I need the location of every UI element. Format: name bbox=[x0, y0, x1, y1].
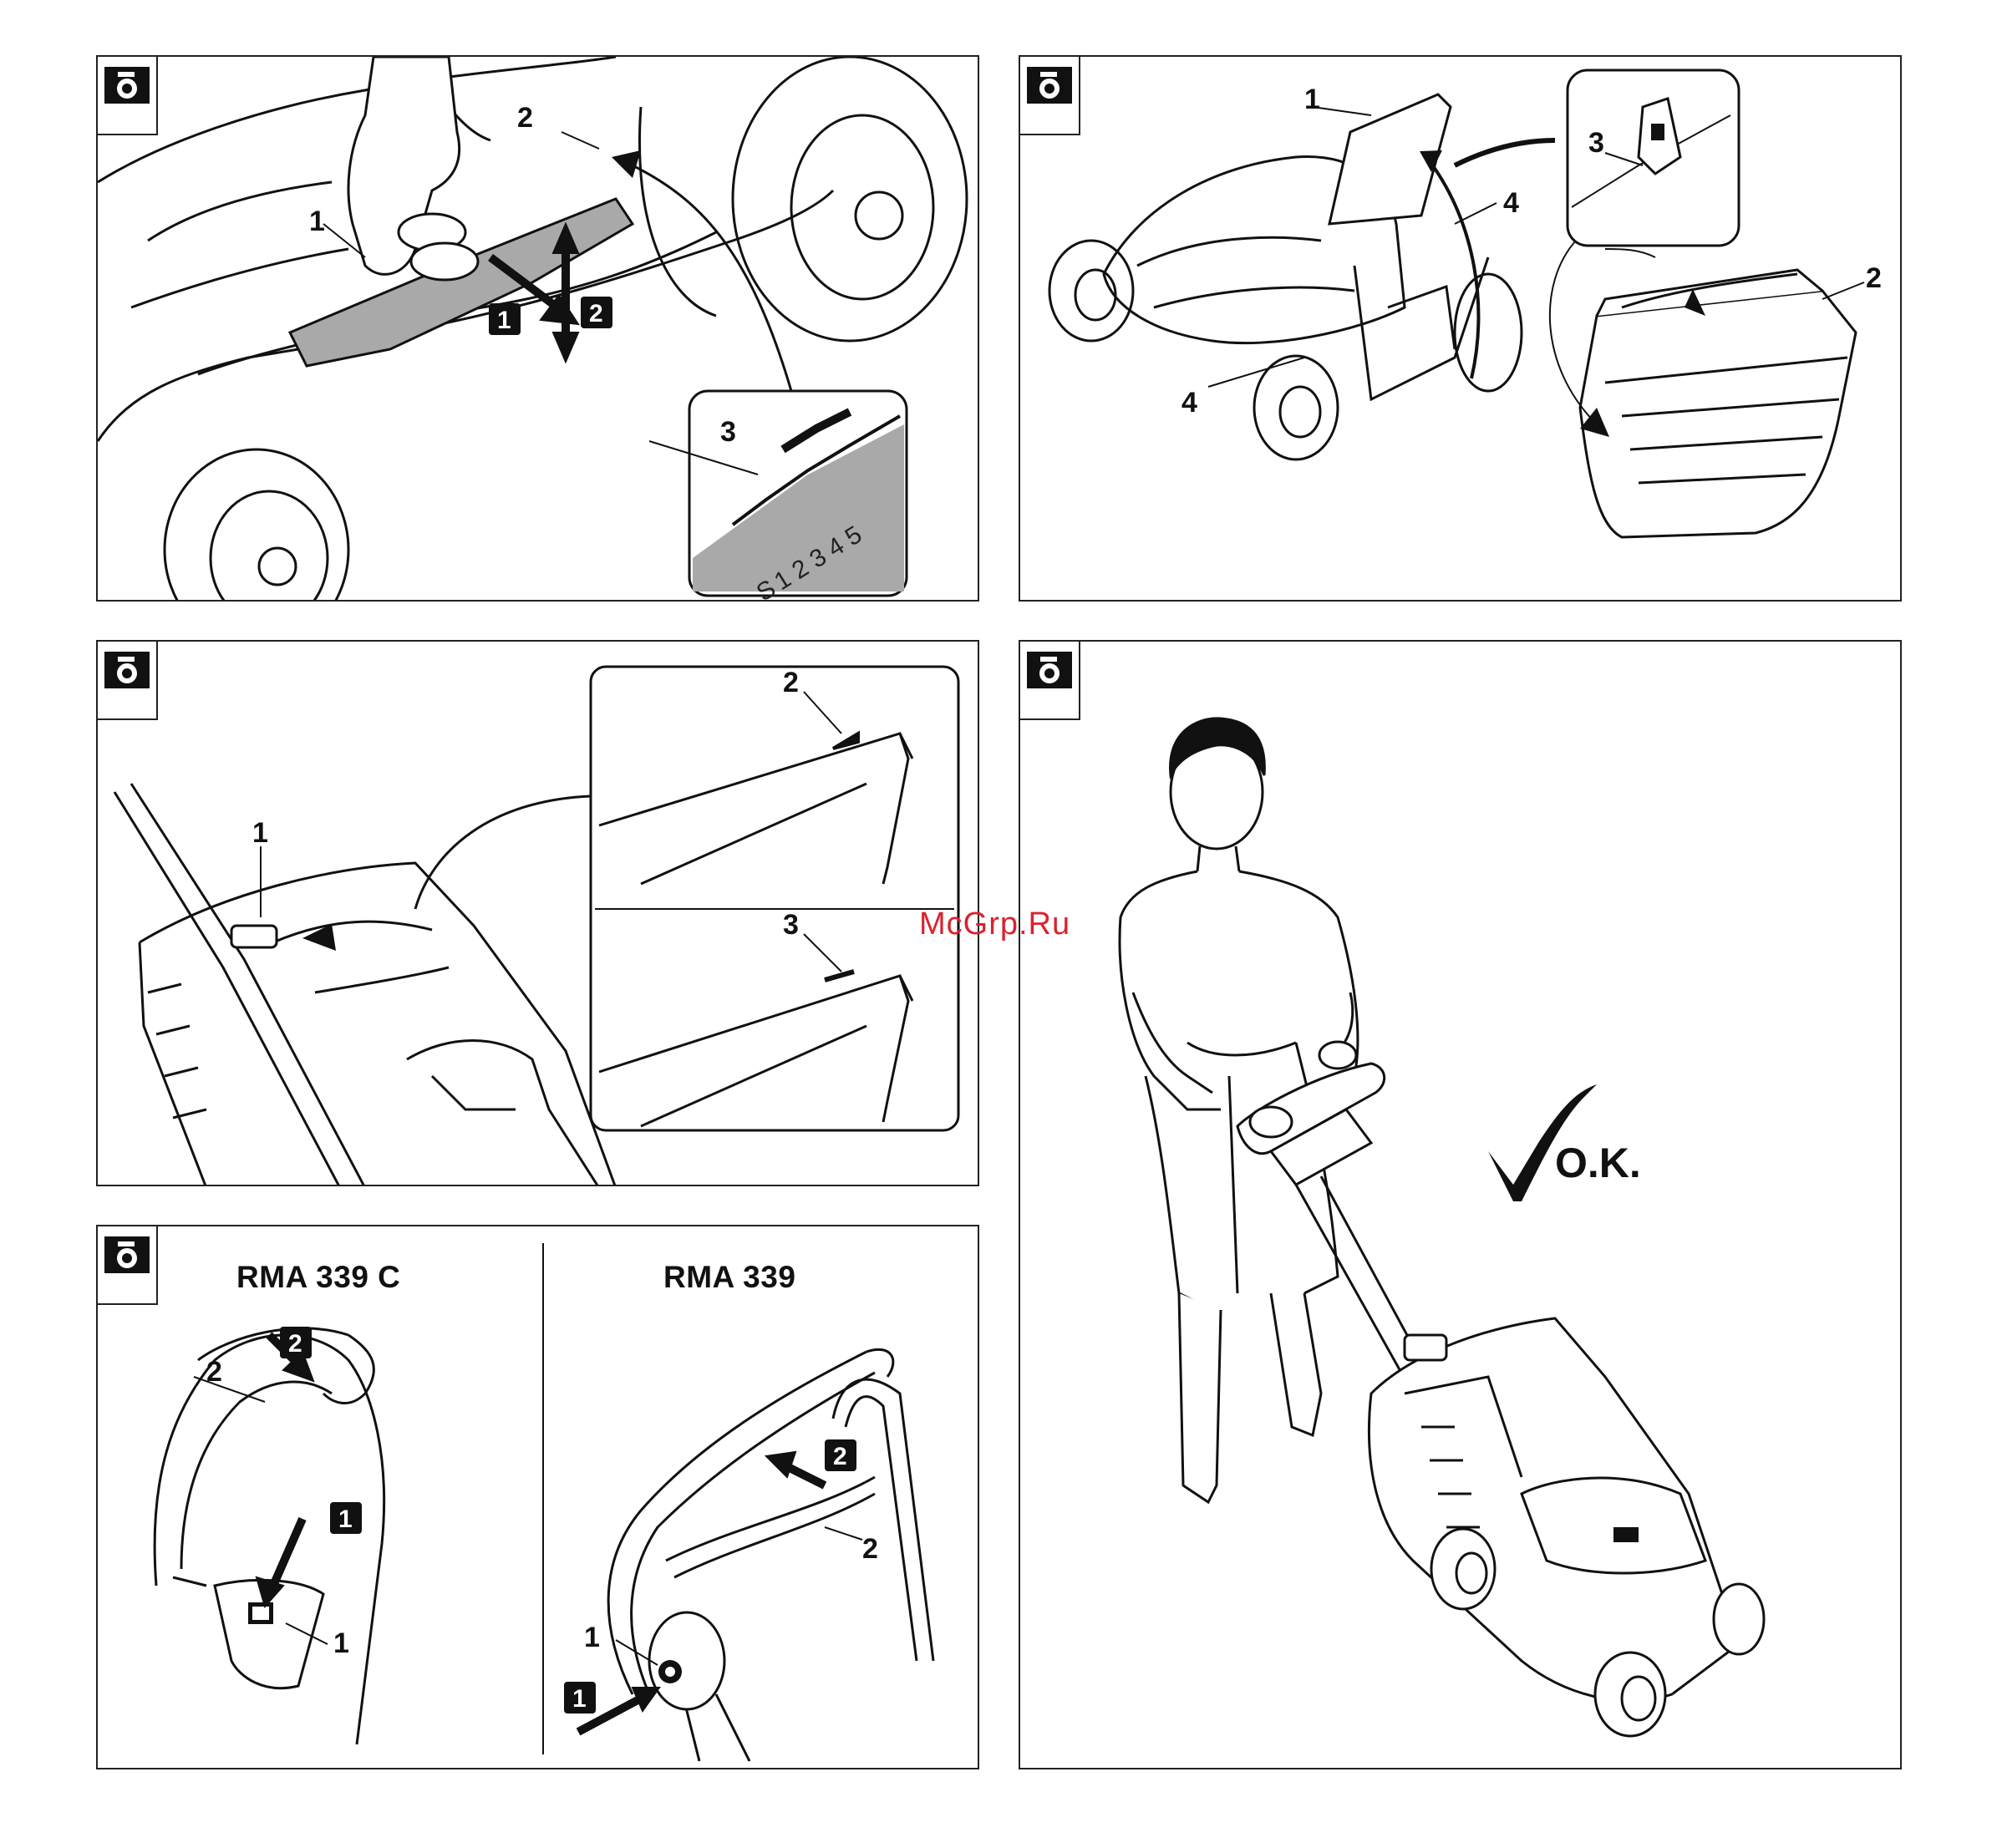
right-step-badge-1: 1 bbox=[572, 1685, 587, 1713]
camera-icon bbox=[98, 642, 158, 720]
camera-icon bbox=[1020, 57, 1080, 135]
camera-icon bbox=[98, 1226, 158, 1305]
operator-illustration bbox=[1020, 642, 1902, 1769]
callout-3: 3 bbox=[783, 909, 799, 941]
camera-icon bbox=[1020, 642, 1080, 720]
callout-4: 4 bbox=[1503, 187, 1519, 219]
switch-illustration: 2 1 2 1 1 2 1 2 bbox=[98, 1226, 979, 1769]
callout-1: 1 bbox=[309, 206, 325, 237]
panel-operator: O.K. bbox=[1019, 640, 1902, 1769]
mower-deck-illustration: 1 2 1 2 3 S 1 2 3 4 5 bbox=[98, 57, 979, 602]
camera-icon bbox=[98, 57, 158, 135]
callout-1: 1 bbox=[252, 817, 268, 849]
left-step-badge-2: 2 bbox=[288, 1330, 302, 1358]
panel-switch-start: RMA 339 C RMA 339 2 1 2 1 bbox=[96, 1225, 979, 1769]
left-step-badge-1: 1 bbox=[338, 1505, 353, 1533]
callout-4b: 4 bbox=[1181, 387, 1197, 419]
panel-height-adjust: 1 2 1 2 3 S 1 2 3 4 5 bbox=[96, 55, 979, 602]
right-step-badge-2: 2 bbox=[833, 1443, 847, 1470]
callout-2: 2 bbox=[517, 102, 533, 134]
panel-fill-indicator: 1 2 3 bbox=[96, 640, 979, 1186]
left-callout-1: 1 bbox=[333, 1627, 349, 1659]
height-scale-inset: 3 S 1 2 3 4 5 bbox=[649, 391, 907, 602]
grass-bag-illustration: 1 2 3 4 4 bbox=[1020, 57, 1902, 602]
step-badge-2: 2 bbox=[589, 300, 603, 327]
fill-indicator-illustration: 1 2 3 bbox=[98, 642, 979, 1186]
callout-2: 2 bbox=[783, 667, 799, 698]
callout-1: 1 bbox=[1304, 84, 1320, 115]
step-badge-1: 1 bbox=[497, 307, 511, 334]
right-callout-1: 1 bbox=[584, 1622, 600, 1653]
panel-grass-bag: 1 2 3 4 4 bbox=[1019, 55, 1902, 602]
callout-3: 3 bbox=[720, 416, 736, 448]
callout-3: 3 bbox=[1588, 127, 1604, 159]
callout-2: 2 bbox=[1866, 262, 1882, 294]
watermark: McGrp.Ru bbox=[919, 906, 1070, 942]
ok-label: O.K. bbox=[1555, 1139, 1641, 1187]
right-callout-2: 2 bbox=[862, 1533, 878, 1565]
left-callout-2: 2 bbox=[206, 1356, 222, 1388]
